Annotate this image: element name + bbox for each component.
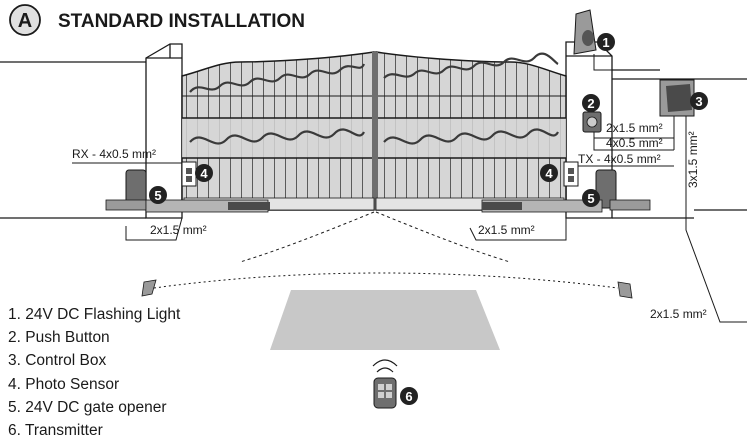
left-photo-sensor — [181, 161, 197, 187]
component-legend: 1. 24V DC Flashing Light 2. Push Button … — [8, 303, 180, 440]
legend-item-photo-sensor: 4. Photo Sensor — [8, 375, 120, 393]
legend-item-gate-opener: 5. 24V DC gate opener — [8, 398, 167, 416]
marker-photo-right-label: 4 — [545, 166, 553, 181]
marker-opener-right-label: 5 — [587, 191, 594, 206]
wiring-label-group: RX - 4x0.5 mm² 2x1.5 mm² 4x0.5 mm² TX - … — [72, 121, 707, 321]
floor-photo-left — [141, 279, 157, 297]
right-opener-wire-label: 2x1.5 mm² — [478, 223, 535, 237]
tx-wire-label: TX - 4x0.5 mm² — [578, 152, 661, 166]
marker-push-button-label: 2 — [587, 96, 594, 111]
marker-transmitter: 6 — [400, 387, 418, 405]
marker-opener-right: 5 — [582, 189, 600, 207]
marker-push-button: 2 — [582, 94, 600, 112]
marker-control-box-label: 3 — [695, 94, 702, 109]
marker-photo-left-label: 4 — [200, 166, 208, 181]
section-badge-letter: A — [18, 10, 32, 32]
floor-photo-right — [617, 281, 633, 299]
wiring-lines — [72, 54, 747, 323]
swing-arcs — [239, 211, 511, 263]
marker-opener-left: 5 — [149, 186, 167, 204]
transmitter-device — [372, 359, 398, 409]
right-photo-sensor — [563, 161, 579, 187]
push-button-wire-label-b: 4x0.5 mm² — [606, 136, 663, 150]
marker-opener-left-label: 5 — [154, 188, 161, 203]
double-gate — [181, 51, 567, 211]
left-gate-opener — [105, 169, 270, 213]
ground-lines — [0, 61, 747, 219]
flashing-light — [573, 9, 597, 55]
push-button-device — [582, 111, 602, 133]
right-gate-opener — [481, 169, 651, 213]
control-box-wire-label: 3x1.5 mm² — [686, 131, 700, 188]
push-button-wire-label-a: 2x1.5 mm² — [606, 121, 663, 135]
driveway-zone — [270, 290, 500, 350]
control-box-device — [659, 79, 695, 117]
marker-transmitter-label: 6 — [405, 389, 412, 404]
flashing-light-wire-label: 2x1.5 mm² — [650, 307, 707, 321]
marker-photo-left: 4 — [195, 164, 213, 182]
legend-item-push-button: 2. Push Button — [8, 329, 110, 347]
rx-wire-label: RX - 4x0.5 mm² — [72, 147, 156, 161]
legend-item-flashing-light: 1. 24V DC Flashing Light — [8, 306, 181, 323]
left-opener-wire-label: 2x1.5 mm² — [150, 223, 207, 237]
photocell-beam — [153, 272, 619, 289]
section-badge: A — [9, 4, 41, 36]
marker-flashing-light: 1 — [597, 33, 615, 51]
marker-flashing-light-label: 1 — [602, 35, 609, 50]
legend-item-control-box: 3. Control Box — [8, 352, 107, 370]
marker-photo-right: 4 — [540, 164, 558, 182]
marker-control-box: 3 — [690, 92, 708, 110]
legend-item-transmitter: 6. Transmitter — [8, 422, 103, 440]
page-title: STANDARD INSTALLATION — [58, 11, 305, 32]
